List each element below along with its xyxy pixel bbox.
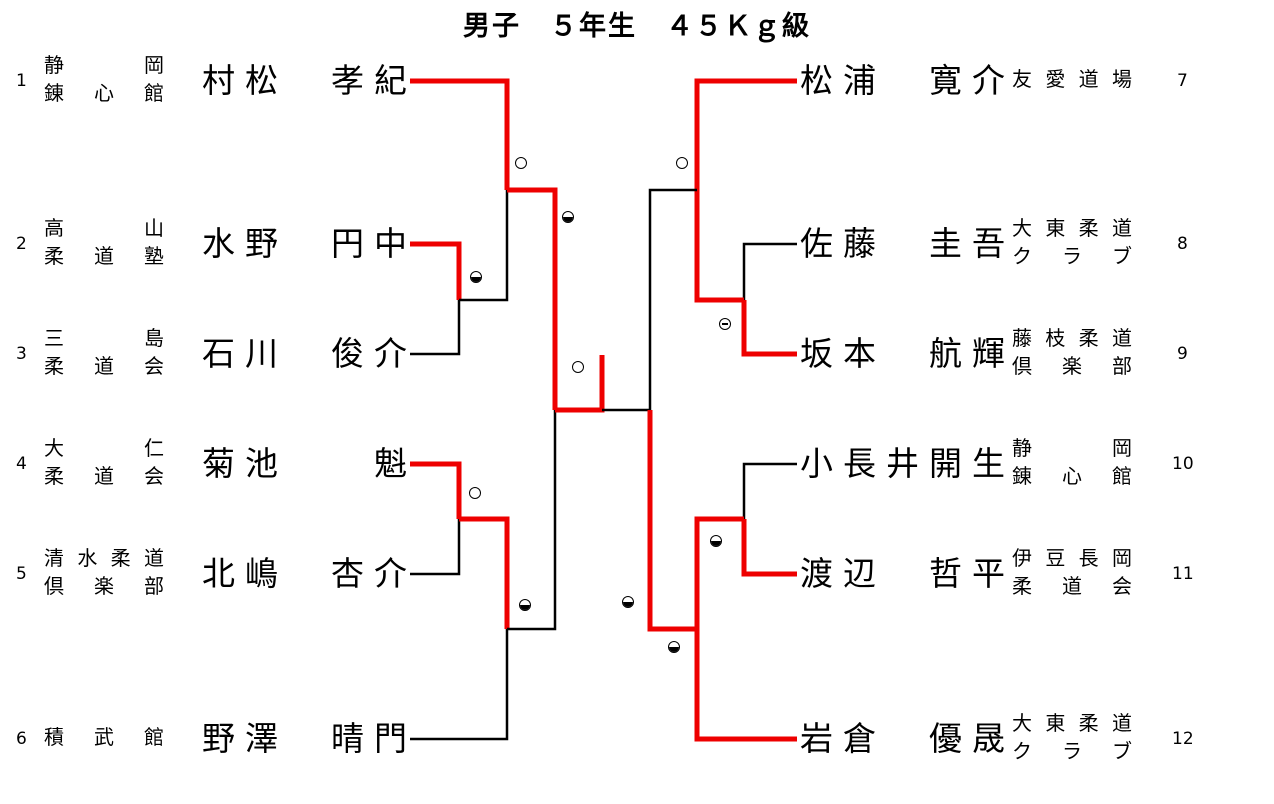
result-marker-1v2-icon xyxy=(515,157,527,169)
club-name: 静 岡 錬 心 館 xyxy=(44,53,164,105)
line-entry8 xyxy=(742,242,797,300)
club-name: 伊豆長岡 柔 道 会 xyxy=(1012,546,1132,598)
seed-number: 8 xyxy=(1177,234,1188,254)
bracket-title: 男子 ５年生 ４５Ｋｇ級 xyxy=(463,11,811,42)
club-name: 静 岡 錬 心 館 xyxy=(1012,436,1132,488)
line-entry5 xyxy=(410,519,461,576)
seed-number: 10 xyxy=(1172,454,1194,474)
line-winner-2v3 xyxy=(459,190,509,302)
result-marker-4v5-icon xyxy=(469,487,481,499)
seed-number: 3 xyxy=(16,344,27,364)
competitor-name: 小長井開生 xyxy=(800,444,1005,483)
result-marker-1v4-icon xyxy=(562,211,574,223)
club-name: 清水柔道 倶 楽 部 xyxy=(44,546,164,598)
line-entry4 xyxy=(410,461,462,519)
line-winner-4v6 xyxy=(507,410,557,631)
line-entry3 xyxy=(410,300,461,356)
line-entry10 xyxy=(742,462,797,519)
line-entry9 xyxy=(741,300,797,357)
competitor-name: 北嶋 杏介 xyxy=(202,554,407,593)
competitor-name: 坂本 航輝 xyxy=(800,334,1005,373)
competitor-name: 水野 円中 xyxy=(202,224,407,263)
result-marker-10v11-icon xyxy=(710,535,722,547)
seed-number: 4 xyxy=(16,454,27,474)
seed-number: 5 xyxy=(16,564,27,584)
line-entry7 xyxy=(694,78,797,190)
line-winner-10v11 xyxy=(694,516,744,629)
seed-number: 11 xyxy=(1172,564,1194,584)
line-winner-1v2 xyxy=(507,187,558,410)
club-name: 大東柔道 ク ラ ブ xyxy=(1012,711,1132,763)
seed-number: 2 xyxy=(16,234,27,254)
line-entry6 xyxy=(410,629,509,741)
club-name: 三 島 柔 道 会 xyxy=(44,326,164,378)
competitor-name: 渡辺 哲平 xyxy=(800,554,1005,593)
seed-number: 12 xyxy=(1172,729,1194,749)
line-winner-8v9 xyxy=(694,190,744,303)
competitor-name: 石川 俊介 xyxy=(202,334,407,373)
club-name: 高 山 柔 道 塾 xyxy=(44,216,164,268)
result-marker-8v9-icon xyxy=(719,318,731,330)
seed-number: 1 xyxy=(16,71,27,91)
club-name: 積 武 館 xyxy=(44,725,164,749)
seed-number: 9 xyxy=(1177,344,1188,364)
competitor-name: 岩倉 優晟 xyxy=(800,719,1005,758)
line-entry2 xyxy=(410,241,462,300)
competitor-name: 村松 孝紀 xyxy=(202,61,407,100)
seed-number: 7 xyxy=(1177,71,1188,91)
club-name: 友愛道場 xyxy=(1012,67,1132,91)
seed-number: 6 xyxy=(16,729,27,749)
competitor-name: 佐藤 圭吾 xyxy=(800,224,1005,263)
line-winner-4v5 xyxy=(459,516,510,629)
line-entry1 xyxy=(410,78,510,190)
competitor-name: 松浦 寛介 xyxy=(800,61,1005,100)
result-marker-2v3-icon xyxy=(470,271,482,283)
result-marker-11v12-icon xyxy=(668,641,680,653)
club-name: 藤枝柔道 倶 楽 部 xyxy=(1012,326,1132,378)
club-name: 大東柔道 ク ラ ブ xyxy=(1012,216,1132,268)
result-marker-7v12-icon xyxy=(572,361,584,373)
club-name: 大 仁 柔 道 会 xyxy=(44,436,164,488)
line-winner-7v9 xyxy=(648,188,697,410)
competitor-name: 菊池 魁 xyxy=(202,444,407,483)
competitor-name: 野澤 晴門 xyxy=(202,719,407,758)
result-marker-4v6-icon xyxy=(519,599,531,611)
result-marker-7v9-icon xyxy=(676,157,688,169)
line-entry12 xyxy=(694,629,797,742)
line-winner-11v12 xyxy=(647,410,697,632)
line-entry11 xyxy=(741,519,797,577)
result-marker-final-icon xyxy=(622,596,634,608)
